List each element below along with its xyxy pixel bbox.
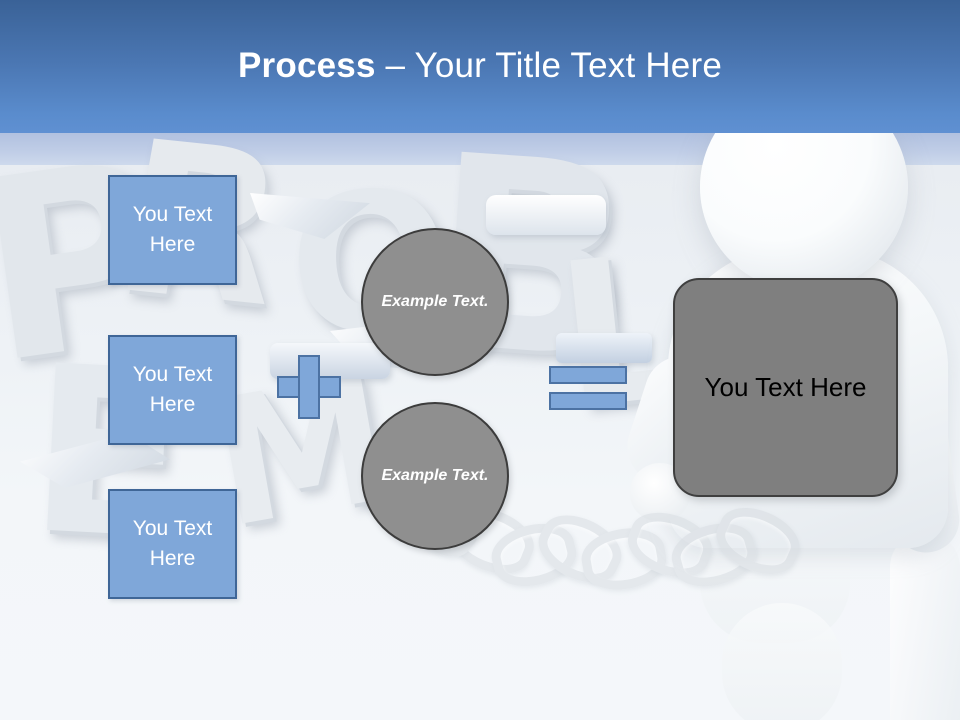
page-title-strong: Process [238,46,376,85]
background-shard [270,343,390,379]
equals-icon-bottom-bar [549,392,627,410]
input-box-2[interactable]: You Text Here [108,335,237,445]
example-circle-1[interactable]: Example Text. [361,228,509,376]
page-title: Process – Your Title Text Here [0,46,960,86]
slide-header: Process – Your Title Text Here [0,0,960,133]
result-box[interactable]: You Text Here [673,278,898,497]
page-title-rest: – Your Title Text Here [375,46,722,85]
figure-leg [890,533,960,720]
plus-icon [277,355,341,419]
equals-icon-top-bar [549,366,627,384]
input-box-3[interactable]: You Text Here [108,489,237,599]
input-box-1[interactable]: You Text Here [108,175,237,285]
background-shard [486,195,606,235]
example-circle-2[interactable]: Example Text. [361,402,509,550]
equals-icon [549,366,627,410]
background-shard [556,333,652,363]
figure-knee [722,603,842,720]
plus-icon-center [300,378,318,396]
